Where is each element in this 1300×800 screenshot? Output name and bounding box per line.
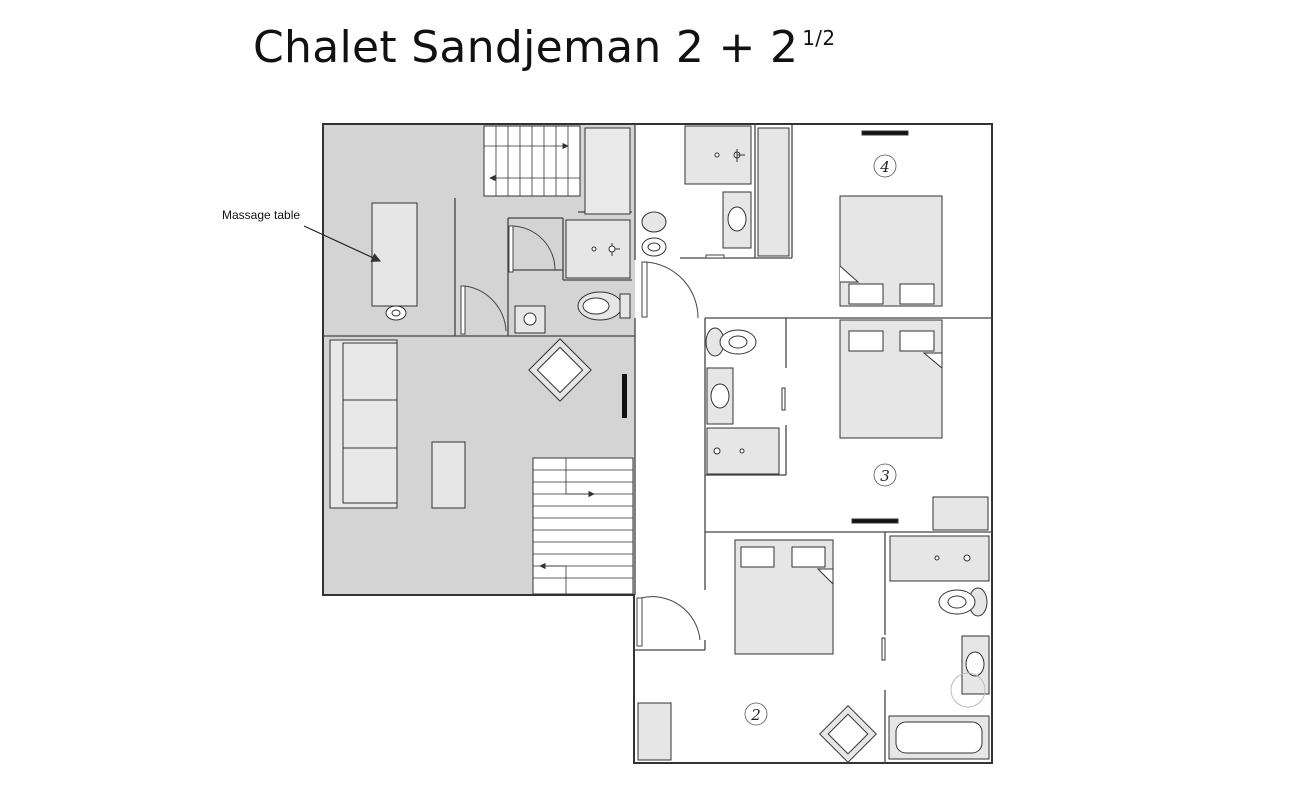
armchair-room-2 [819, 705, 877, 763]
massage-table-shape [371, 202, 418, 321]
room-2-number: 2 [750, 706, 761, 724]
ground-bathroom [514, 219, 631, 334]
massage-table-label: Massage table [222, 208, 300, 222]
coffee-table [431, 441, 466, 509]
plan-title-fraction: 1/2 [802, 26, 836, 50]
internal-walls [323, 124, 992, 763]
room-2-marker [744, 702, 768, 726]
stairs-top [483, 125, 581, 197]
room-3-marker [873, 463, 897, 487]
room-4-marker [873, 154, 897, 178]
wardrobe-top [584, 127, 631, 215]
room-3-number: 3 [880, 467, 890, 485]
room-4-number: 4 [879, 158, 890, 176]
armchair-ground [528, 338, 592, 402]
doors-ground [460, 225, 556, 335]
outer-walls [322, 123, 993, 764]
tv-ground [622, 374, 627, 418]
plan-title-main: Chalet Sandjeman 2 + 2 [253, 22, 799, 73]
massage-table-arrow [303, 225, 382, 262]
stairs-bottom [532, 457, 634, 595]
sofa [329, 339, 398, 509]
room-3 [705, 319, 989, 531]
room-4 [641, 125, 943, 307]
room-2 [637, 535, 990, 761]
